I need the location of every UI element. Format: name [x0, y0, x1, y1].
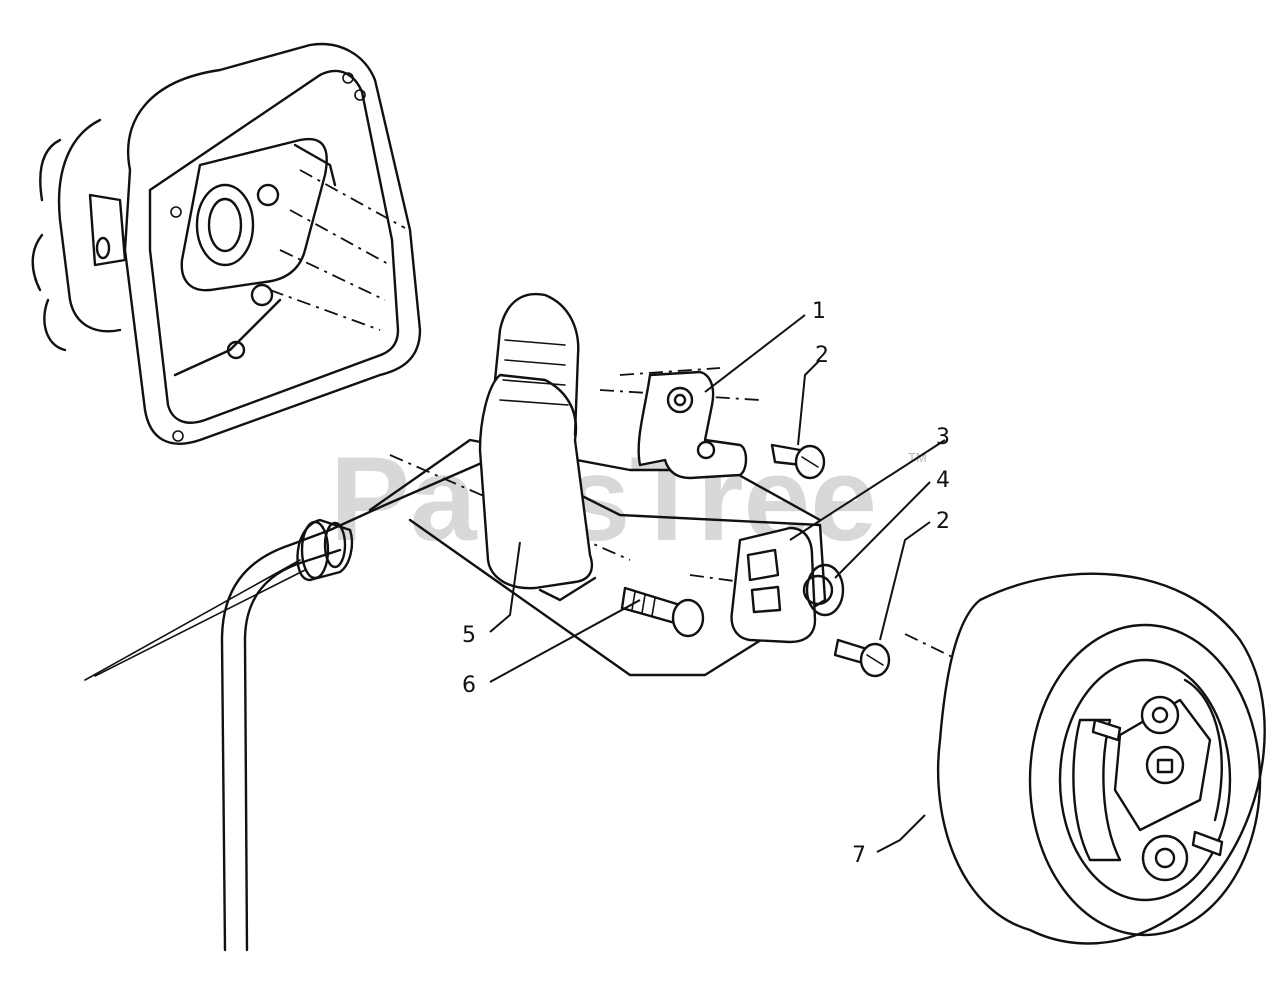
flywheel — [936, 572, 1266, 945]
screw-lower — [833, 638, 891, 678]
callout-labels: 1 2 3 4 2 5 6 7 — [462, 299, 950, 868]
screw-upper — [770, 443, 826, 480]
ignition-terminal — [637, 370, 748, 480]
callout-4: 4 — [936, 468, 950, 493]
callout-3: 3 — [936, 425, 950, 450]
long-bolt — [620, 586, 705, 638]
callout-7: 7 — [852, 843, 866, 868]
callout-2-lower: 2 — [936, 509, 950, 534]
callout-6: 6 — [462, 673, 476, 698]
callout-1: 1 — [812, 299, 826, 324]
engine-housing — [31, 42, 422, 445]
wire-harness — [84, 438, 827, 952]
ignition-coil-module — [730, 526, 845, 644]
callout-2-upper: 2 — [815, 343, 829, 368]
callout-5: 5 — [462, 623, 476, 648]
spark-plug-cap — [478, 292, 597, 602]
callout-leaders — [489, 314, 946, 853]
